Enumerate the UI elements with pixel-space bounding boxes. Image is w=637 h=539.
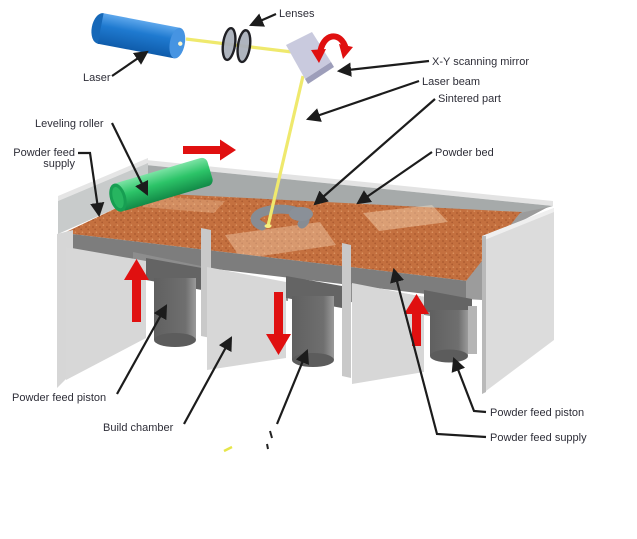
powder-bed-leader [356,151,433,205]
machine-body [57,158,554,394]
powder-feed-piston-left-leader [116,304,168,395]
right-feed-bay [351,283,477,384]
right-end-wall [482,208,554,394]
right-piston-up-arrow [404,294,429,346]
left-feed-bay [66,247,202,380]
left-piston-up-arrow [124,259,149,322]
roller-direction-right-arrow [183,139,236,161]
label-laser-beam: Laser beam [422,76,480,88]
build-piston-leader [275,349,309,425]
powder-light-patch-left [142,196,225,213]
left-chamber-wall [66,247,146,380]
label-lenses: Lenses [279,8,315,20]
leader-lines [78,12,487,439]
lenses-leader [249,12,277,27]
sintered-part-leader [313,98,436,206]
label-powder-feed-supply-top-2: supply [43,158,75,170]
build-chamber-leader [183,336,233,425]
left-powder-feed-piston [146,258,202,347]
laser-spot [264,224,272,228]
sintered-part [250,204,313,231]
label-laser: Laser [83,72,111,84]
laser [91,13,186,59]
back-wall [58,158,553,234]
label-powder-feed-piston-left: Powder feed piston [12,392,106,404]
powder-light-patch-right [363,205,448,231]
powder-feed-supply-top-leader [78,151,105,218]
stray-marks [223,430,273,453]
right-powder-feed-piston [424,290,477,363]
powder-feed-supply-right-leader [390,267,487,439]
label-powder-bed: Powder bed [435,147,494,159]
powder-light-patch-center [225,222,336,259]
powder-bed-surface [64,193,522,281]
labels: Lenses Laser X-Y scanning mirror Laser b… [12,8,587,444]
laser-beam-line [266,75,305,227]
label-leveling-roller: Leveling roller [35,118,104,130]
laser-leader [111,50,149,77]
label-powder-feed-piston-right: Powder feed piston [490,407,584,419]
laser-beam-leader [305,79,420,122]
mirror-leader [336,59,430,77]
xy-scanning-mirror [286,32,334,84]
build-piston-down-arrow [266,292,291,355]
label-xy-scanning-mirror: X-Y scanning mirror [432,56,529,68]
label-powder-feed-supply-right: Powder feed supply [490,432,587,444]
leveling-roller-leader [111,122,149,196]
build-chamber-bay [207,267,342,370]
leveling-roller [109,157,213,212]
right-chamber-wall [352,283,424,384]
powder-feed-piston-right-leader [451,356,487,414]
lenses [221,26,252,64]
mirror-rotation-arrow [311,33,353,63]
label-powder-feed-supply-top-1: Powder feed [13,147,75,159]
label-sintered-part: Sintered part [438,93,501,105]
build-piston [286,276,342,367]
divider-wall-right [342,243,351,378]
label-build-chamber: Build chamber [103,422,174,434]
